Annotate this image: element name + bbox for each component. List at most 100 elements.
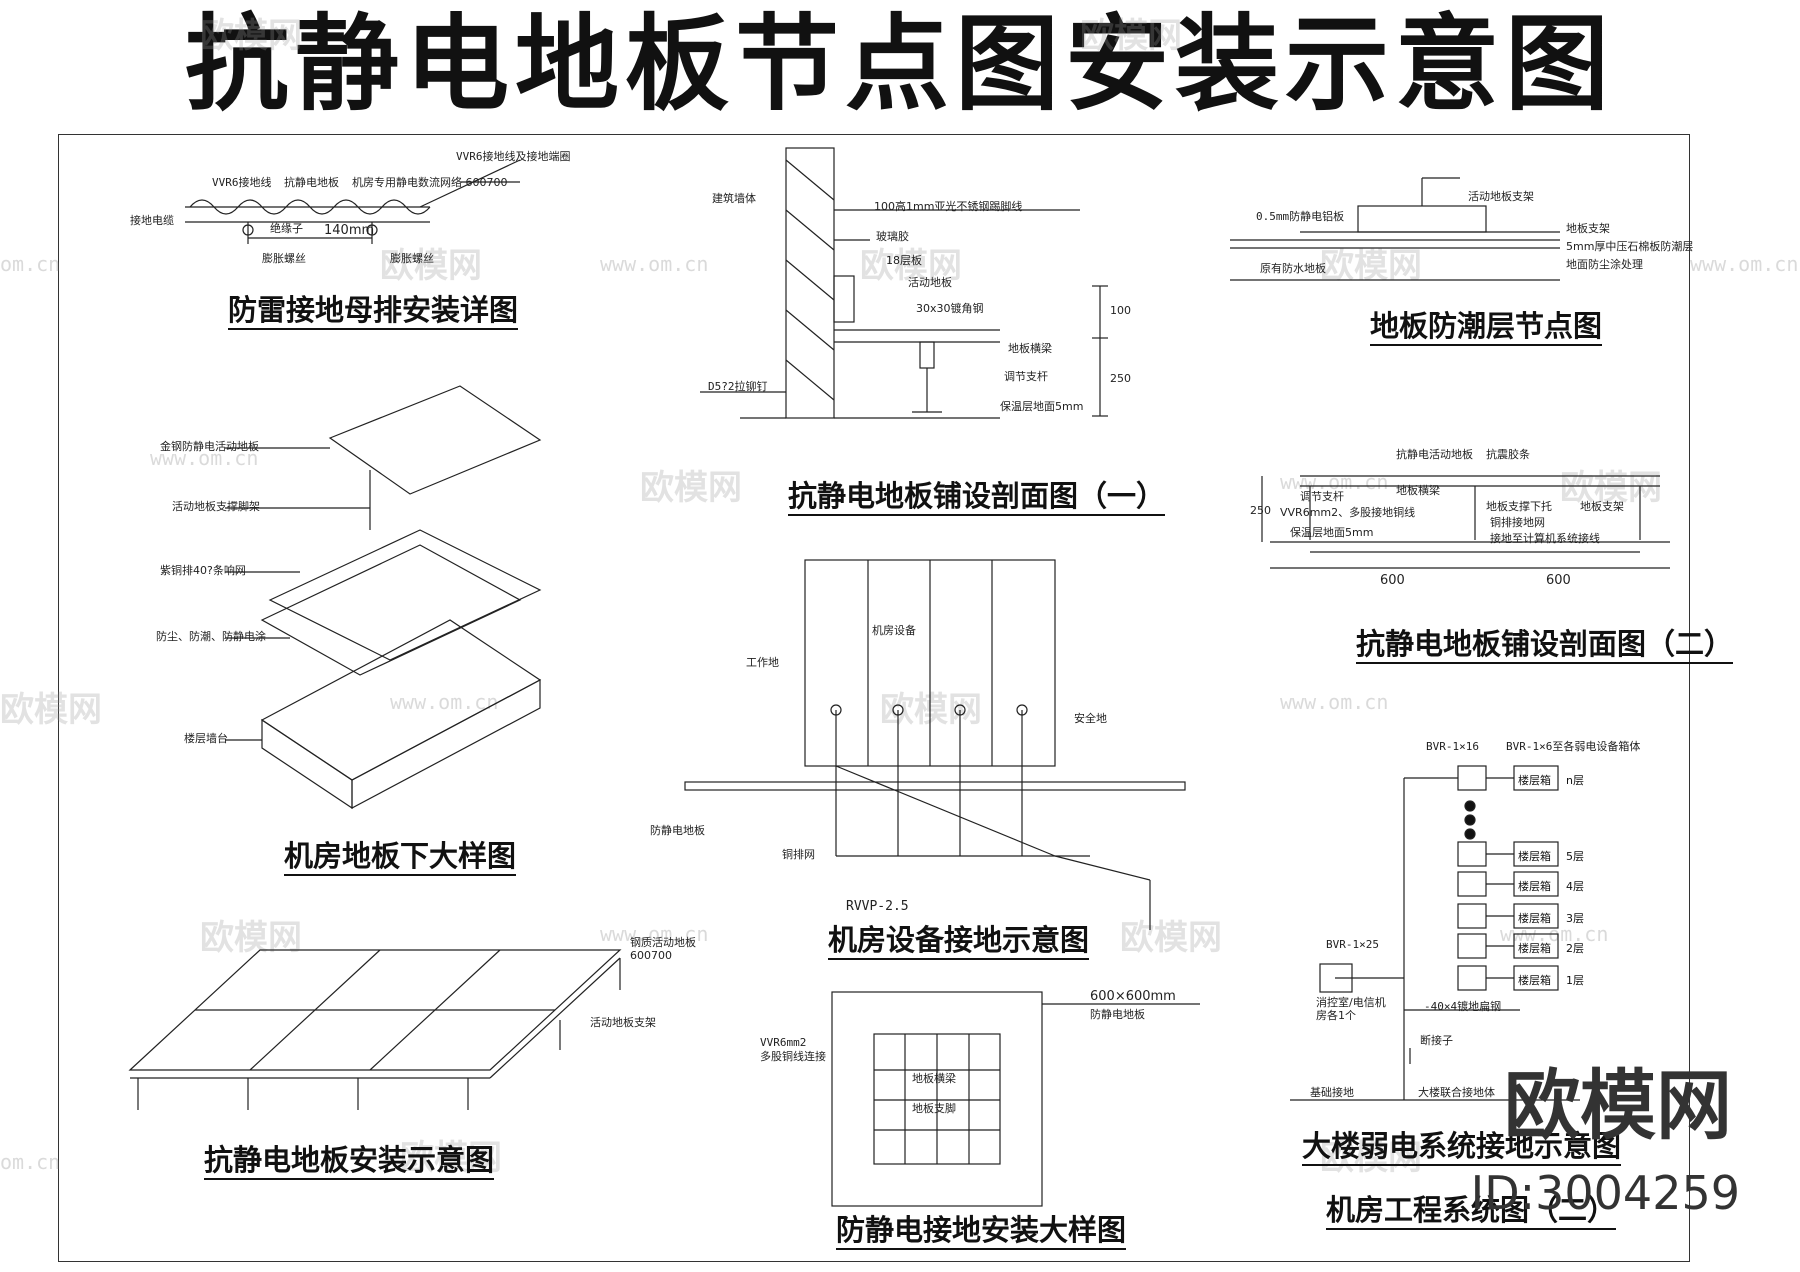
system-label: 断接子 [1420,1034,1453,1047]
moisture-label: 地面防尘涂处理 [1566,258,1643,271]
section-two-dimension: 250 [1250,504,1271,517]
busbar-label: 接地电缆 [130,214,174,227]
section-one-label: 建筑墙体 [712,192,756,205]
system-label: 大楼联合接地体 [1418,1086,1495,1099]
grounding-detail-label: 600×600mm [1090,989,1176,1004]
section-one-label: D5?2拉铆钉 [708,380,768,393]
section-two [1261,475,1670,569]
watermark-text: 欧模网 [200,16,302,56]
watermark-text: 欧模网 [380,246,482,286]
equipment-label: 机房设备 [872,624,916,637]
layers-label: 紫铜排40?条响网 [160,564,246,577]
floor-box-label: 楼层箱 [1518,974,1551,987]
grounding-detail-label: 地板支脚 [912,1102,956,1115]
floor-level-label: 5层 [1566,850,1584,863]
system-label: -40×4镀地扁钢 [1424,1000,1502,1013]
section-two-label: 保温层地面5mm [1290,526,1374,539]
watermark-url: www.om.cn [1690,252,1799,276]
watermark-text: 欧模网 [1560,468,1662,508]
raised-floor [128,949,622,1110]
panel-title-floor-install: 抗静电地板安装示意图 [204,1142,495,1180]
section-two-dimension: 600 [1546,573,1571,588]
busbar-label: 抗静电地板 [284,176,339,189]
watermark-text: 欧模网 [860,246,962,286]
layers-label: 楼层墙台 [184,732,228,745]
panel-subtitle-system: 机房工程系统图（二） [1326,1192,1617,1230]
section-two-label: 抗静电活动地板 [1396,448,1473,461]
system-grounding [1290,765,1580,1101]
moisture-label: 0.5mm防静电铝板 [1256,210,1345,223]
floor-box-label: 楼层箱 [1518,880,1551,893]
section-two-label: 调节支杆 [1300,490,1344,503]
section-two-dimension: 600 [1380,573,1405,588]
section-one-label: 30x30镀角钢 [916,302,984,315]
moisture-layer [1230,177,1560,281]
section-one-label: 100高1mm亚光不锈钢踢脚线 [874,200,1023,213]
floor-level-label: 3层 [1566,912,1584,925]
watermark-text: 欧模网 [1320,1138,1422,1178]
system-label: 基础接地 [1310,1086,1354,1099]
busbar-label: 膨胀螺丝 [262,252,306,265]
section-one-label: 保温层地面5mm [1000,400,1084,413]
panel-title-grounding-detail: 防静电接地安装大样图 [836,1212,1127,1250]
floor-level-label: 1层 [1566,974,1584,987]
equipment-label: 防静电地板 [650,824,705,837]
floor-level-label: n层 [1566,774,1584,787]
section-one [700,147,1108,419]
watermark-text: 欧模网 [400,1138,502,1178]
watermark-url: www.om.cn [1280,690,1389,714]
busbar-label: 绝缘子 [270,222,303,235]
busbar-label: 机房专用静电数流网络 600700 [352,176,508,189]
moisture-label: 地板支架 [1566,222,1610,235]
equipment-label: 工作地 [746,656,779,669]
system-label: BVR-1×6至各弱电设备箱体 [1506,740,1641,753]
section-two-label: 地板支撑下托 [1486,500,1552,513]
moisture-label: 活动地板支架 [1468,190,1534,203]
system-label: BVR-1×16 [1426,740,1479,753]
watermark-text: 欧模网 [200,918,302,958]
layers-label: 防尘、防潮、防静电涂 [156,630,266,643]
busbar-label: VVR6接地线 [212,176,272,189]
grounding-detail-label: 防静电地板 [1090,1008,1145,1021]
watermark-id: ID:3004259 [1470,1166,1740,1220]
watermark-url: www.om.cn [390,690,499,714]
grounding-detail-label: VVR6mm2 [760,1036,807,1049]
floor-box-label: 楼层箱 [1518,942,1551,955]
section-one-label: 地板横梁 [1008,342,1052,355]
moisture-label: 5mm厚中压石棉板防潮层 [1566,240,1694,253]
system-label: 消控室/电信机房各1个 [1316,996,1386,1022]
page-title: 抗静电地板节点图安装示意图 [184,2,1615,125]
grounding-detail-label: 多股铜线连接 [760,1050,826,1063]
watermark-text: 欧模网 [1120,918,1222,958]
watermark-url: www.om.cn [150,446,259,470]
section-two-label: 地板支架 [1580,500,1624,513]
grounding-grid [831,991,1200,1207]
section-two-label: VVR6mm2、多股接地铜线 [1280,506,1416,519]
section-two-label: 地板横梁 [1396,484,1440,497]
watermark-logo: 欧模网 [1504,1061,1732,1150]
section-two-label: 铜排接地网 [1490,516,1545,529]
panel-title-section-two: 抗静电地板铺设剖面图（二） [1356,626,1734,664]
floor-level-label: 2层 [1566,942,1584,955]
floor-box-label: 楼层箱 [1518,912,1551,925]
panel-title-system-grounding: 大楼弱电系统接地示意图 [1302,1128,1622,1166]
watermark-text: 欧模网 [0,690,102,730]
equipment-label: 安全地 [1074,712,1107,725]
section-two-label: 接地至计算机系统接线 [1490,532,1600,545]
watermark-url: om.cn [0,252,61,276]
section-one-label: 活动地板 [908,276,952,289]
system-label: BVR-1×25 [1326,938,1379,951]
drawing-frame [58,134,1690,1262]
moisture-label: 原有防水地板 [1260,262,1326,275]
raised-floor-label: 活动地板支架 [590,1016,656,1029]
watermark-url: www.om.cn [600,922,709,946]
layers-label: 活动地板支撑脚架 [172,500,260,513]
floor-box-label: 楼层箱 [1518,850,1551,863]
watermark-text: 欧模网 [640,468,742,508]
floor-level-label: 4层 [1566,880,1584,893]
floor-box-label: 楼层箱 [1518,774,1551,787]
panel-title-equipment-grounding: 机房设备接地示意图 [828,922,1090,960]
watermark-text: 欧模网 [1320,246,1422,286]
panel-title-moisture-layer: 地板防潮层节点图 [1370,308,1603,346]
watermark-url: www.om.cn [600,252,709,276]
